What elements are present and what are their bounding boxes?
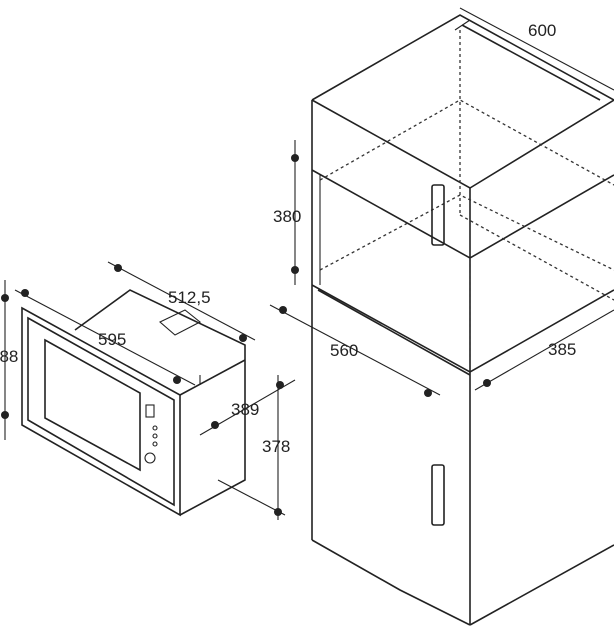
dim-388: 388	[0, 347, 18, 366]
lower-handle	[431, 464, 445, 526]
dim-560: 560	[330, 341, 358, 360]
dim-512-5: 512,5	[168, 288, 211, 307]
dimension-lines	[1, 7, 614, 520]
dim-380: 380	[273, 207, 301, 226]
dim-378: 378	[262, 437, 290, 456]
microwave	[21, 289, 246, 517]
dim-595: 595	[98, 330, 126, 349]
dim-385: 385	[548, 340, 576, 359]
upper-handle	[431, 184, 445, 246]
cabinet	[311, 14, 614, 626]
dim-600: 600	[528, 21, 556, 40]
dim-389: 389	[231, 400, 259, 419]
